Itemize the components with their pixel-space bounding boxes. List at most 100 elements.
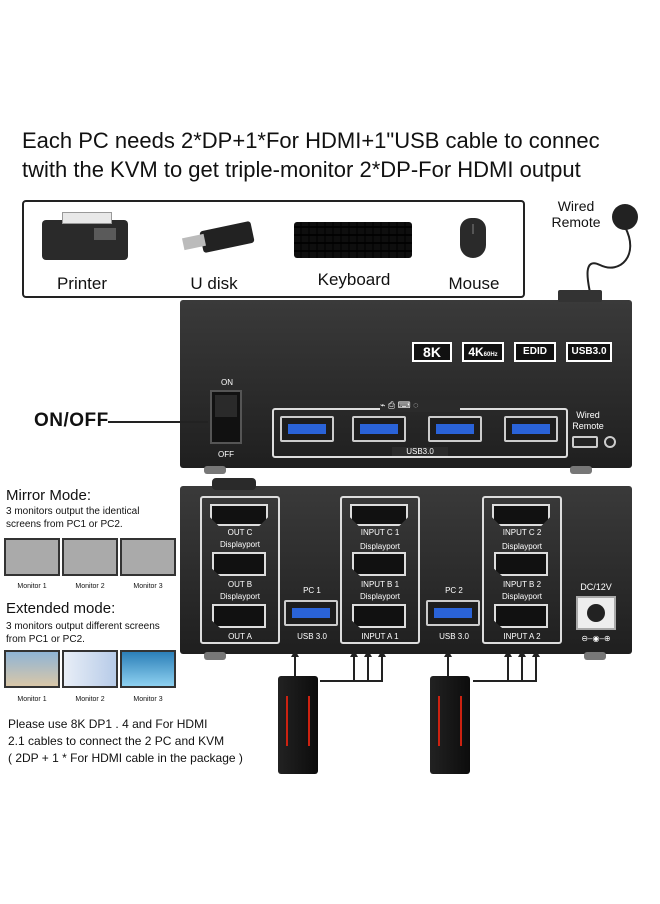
- extended-monitor-3-label: Monitor 3: [133, 696, 163, 703]
- front-usb-port-2[interactable]: [352, 416, 406, 442]
- pc2-arrow-c: [532, 650, 540, 657]
- extended-monitor-2-label: Monitor 2: [75, 696, 105, 703]
- pc2-bus-line: [473, 680, 537, 682]
- pc1-line-a: [353, 656, 355, 680]
- badge-4k: 4K60Hz: [462, 342, 504, 362]
- badge-edid: EDID: [514, 342, 556, 362]
- input-a2-dp-label: Displayport: [501, 592, 542, 601]
- mirror-mode-title: Mirror Mode:: [6, 487, 92, 504]
- pc1-usb-arrow: [291, 650, 299, 657]
- input-b1-dp-port[interactable]: [352, 552, 406, 576]
- pc1-line-c: [381, 656, 383, 680]
- keyboard-icon: [294, 222, 414, 262]
- mouse-label: Mouse: [448, 274, 500, 293]
- wired-remote-label: Wired Remote: [551, 198, 601, 230]
- pc1-video-frame: [340, 496, 420, 644]
- dc-label: DC/12V: [580, 582, 612, 592]
- udisk-label: U disk: [190, 274, 238, 293]
- headline-line-1: Each PC needs 2*DP+1*For HDMI+1"USB cabl…: [22, 128, 600, 153]
- out-c-label: OUT C: [227, 528, 253, 537]
- rear-top-knob: [212, 478, 256, 490]
- pc1-bus-line: [320, 680, 383, 682]
- printer-label: Printer: [56, 274, 108, 293]
- kvm-rear-panel: OUT C Displayport OUT B Displayport OUT …: [180, 486, 632, 654]
- pc2-video-frame: [482, 496, 562, 644]
- out-b-label: OUT B: [227, 580, 253, 589]
- dc-power-jack[interactable]: [576, 596, 616, 630]
- input-c1-hdmi-port[interactable]: [350, 504, 408, 526]
- on-off-pointer-line: [108, 421, 208, 423]
- pc1-line-b: [367, 656, 369, 680]
- out-b-dp-label: Displayport: [219, 540, 260, 549]
- out-b-dp-port[interactable]: [212, 552, 266, 576]
- front-top-plug: [558, 290, 602, 302]
- input-a2-dp-port[interactable]: [494, 604, 548, 628]
- front-usb-port-4[interactable]: [504, 416, 558, 442]
- pc1-usb-line: [294, 656, 296, 680]
- front-remote-label: Wired Remote: [572, 410, 604, 431]
- extended-mode-desc: 3 monitors output different screens from…: [6, 621, 160, 645]
- pc1-arrow-a: [350, 650, 358, 657]
- pc2-arrow-b: [518, 650, 526, 657]
- pc1-label: PC 1: [303, 586, 321, 595]
- remote-indicator-icon: [604, 436, 616, 448]
- wired-remote-button-icon: [612, 204, 638, 230]
- front-usb-label: USB3.0: [392, 447, 448, 456]
- mirror-monitor-1: [4, 538, 60, 576]
- printer-icon: [32, 212, 132, 262]
- extended-monitor-3: [120, 650, 176, 688]
- pc2-usb-label: USB 3.0: [439, 632, 469, 641]
- usb-drive-icon: [179, 220, 259, 254]
- extended-monitor-1-label: Monitor 1: [17, 696, 47, 703]
- power-switch[interactable]: [210, 390, 242, 444]
- input-b2-label: INPUT B 2: [502, 580, 542, 589]
- pc2-label: PC 2: [445, 586, 463, 595]
- mirror-monitor-3: [120, 538, 176, 576]
- input-a1-label: INPUT A 1: [361, 632, 399, 641]
- extended-monitor-1: [4, 650, 60, 688]
- out-a-dp-label: Displayport: [219, 592, 260, 601]
- accessories-box: Printer U disk Keyboard Mouse: [22, 200, 525, 298]
- pc1-tower-icon: [278, 676, 318, 774]
- front-usb-port-3[interactable]: [428, 416, 482, 442]
- pc2-line-b: [521, 656, 523, 680]
- rear-foot-left: [204, 652, 226, 660]
- switch-off-label: OFF: [218, 450, 234, 459]
- pc2-usb-line: [447, 656, 449, 680]
- pc2-line-c: [535, 656, 537, 680]
- extended-mode-title: Extended mode:: [6, 600, 116, 617]
- input-b2-dp-label: Displayport: [501, 542, 542, 551]
- on-off-callout: ON/OFF: [34, 410, 109, 431]
- remote-cable: [586, 226, 632, 294]
- out-a-dp-port[interactable]: [212, 604, 266, 628]
- out-a-label: OUT A: [228, 632, 252, 641]
- pc1-usb-port[interactable]: [284, 600, 338, 626]
- input-c2-hdmi-port[interactable]: [492, 504, 550, 526]
- mirror-monitor-3-label: Monitor 3: [133, 583, 163, 590]
- badge-8k: 8K: [412, 342, 452, 362]
- pc2-usb-port[interactable]: [426, 600, 480, 626]
- pc2-arrow-a: [504, 650, 512, 657]
- rear-foot-right: [584, 652, 606, 660]
- input-b1-label: INPUT B 1: [360, 580, 400, 589]
- output-group-frame: [200, 496, 280, 644]
- extended-monitor-2: [62, 650, 118, 688]
- remote-port[interactable]: [572, 436, 598, 448]
- badge-usb3: USB3.0: [566, 342, 612, 362]
- input-c2-label: INPUT C 2: [502, 528, 542, 537]
- input-c1-label: INPUT C 1: [360, 528, 400, 537]
- pc1-usb-label: USB 3.0: [297, 632, 327, 641]
- kvm-front-panel: 8K 4K60Hz EDID USB3.0 ON OFF ⌁ ⎙ ⌨ ◌ USB…: [180, 300, 632, 468]
- front-usb-port-1[interactable]: [280, 416, 334, 442]
- out-c-hdmi-port[interactable]: [210, 504, 268, 526]
- dc-polarity-icon: ⊖–◉–⊕: [581, 634, 611, 643]
- headline: Each PC needs 2*DP+1*For HDMI+1"USB cabl…: [22, 126, 642, 184]
- pc2-tower-icon: [430, 676, 470, 774]
- mirror-monitor-2-label: Monitor 2: [75, 583, 105, 590]
- mirror-monitor-1-label: Monitor 1: [17, 583, 47, 590]
- pc1-arrow-c: [378, 650, 386, 657]
- mouse-icon: [460, 218, 486, 258]
- input-b2-dp-port[interactable]: [494, 552, 548, 576]
- input-a1-dp-port[interactable]: [352, 604, 406, 628]
- headline-line-2: twith the KVM to get triple-monitor 2*DP…: [22, 157, 581, 182]
